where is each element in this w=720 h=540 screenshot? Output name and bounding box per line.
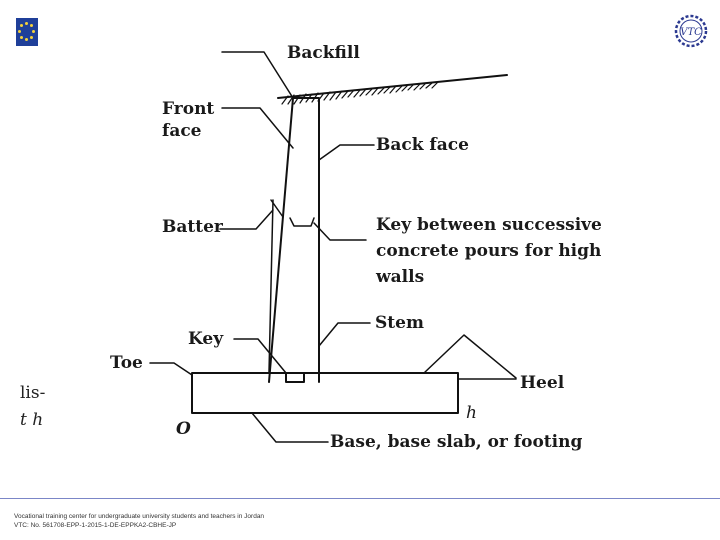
- label-front-face-line1: Front: [162, 99, 215, 119]
- base-leader: [251, 412, 329, 443]
- key-leader: [233, 338, 287, 374]
- back-face-leader: [318, 144, 375, 161]
- stem-leader: [318, 322, 371, 347]
- left-text-fragment-1: lis-: [20, 383, 46, 403]
- footer-line-1: Vocational training center for undergrad…: [14, 513, 265, 520]
- batter-guide-line: [268, 199, 274, 373]
- stem-outline: [268, 97, 320, 383]
- batter-tick: [270, 199, 284, 218]
- key-between-leader: [313, 222, 367, 241]
- label-base-slab: Base, base slab, or footing: [330, 432, 583, 452]
- label-toe: Toe: [110, 353, 143, 373]
- backfill-leader: [221, 51, 294, 99]
- retaining-wall-diagram: Backfill Front face Back face Batter Key…: [38, 12, 678, 497]
- label-front-face-line2: face: [162, 121, 202, 141]
- backfill-slope-line: [277, 74, 508, 99]
- vtc-logo-text: VTC: [680, 27, 702, 38]
- label-origin-o: O: [176, 419, 191, 439]
- backfill-hatching: [281, 81, 439, 105]
- footer-line-2: VTC: No. 561708-EPP-1-2015-1-DE-EPPKA2-C…: [14, 522, 177, 529]
- footer-divider: [0, 498, 720, 499]
- heel-bracket: [423, 334, 517, 379]
- wall-drawing: [149, 51, 517, 443]
- label-backfill: Backfill: [287, 43, 360, 63]
- left-text-fragment-2: t h: [20, 410, 44, 430]
- vtc-logo: VTC: [674, 14, 708, 48]
- label-key-between-line3: walls: [376, 267, 425, 287]
- label-heel: Heel: [520, 373, 565, 393]
- label-h: h: [466, 403, 477, 423]
- eu-flag-logo: [16, 18, 38, 46]
- footer: Vocational training center for undergrad…: [14, 512, 264, 530]
- toe-leader: [149, 362, 193, 376]
- batter-leader: [219, 209, 274, 230]
- label-stem: Stem: [375, 313, 424, 333]
- front-face-leader: [221, 107, 294, 149]
- label-key-between-line1: Key between successive: [376, 215, 602, 235]
- label-batter: Batter: [162, 217, 223, 237]
- base-slab: [191, 372, 459, 414]
- shear-key: [285, 372, 305, 383]
- construction-key: [289, 217, 315, 227]
- label-back-face: Back face: [376, 135, 469, 155]
- label-key: Key: [188, 329, 224, 349]
- label-key-between-line2: concrete pours for high: [376, 241, 602, 261]
